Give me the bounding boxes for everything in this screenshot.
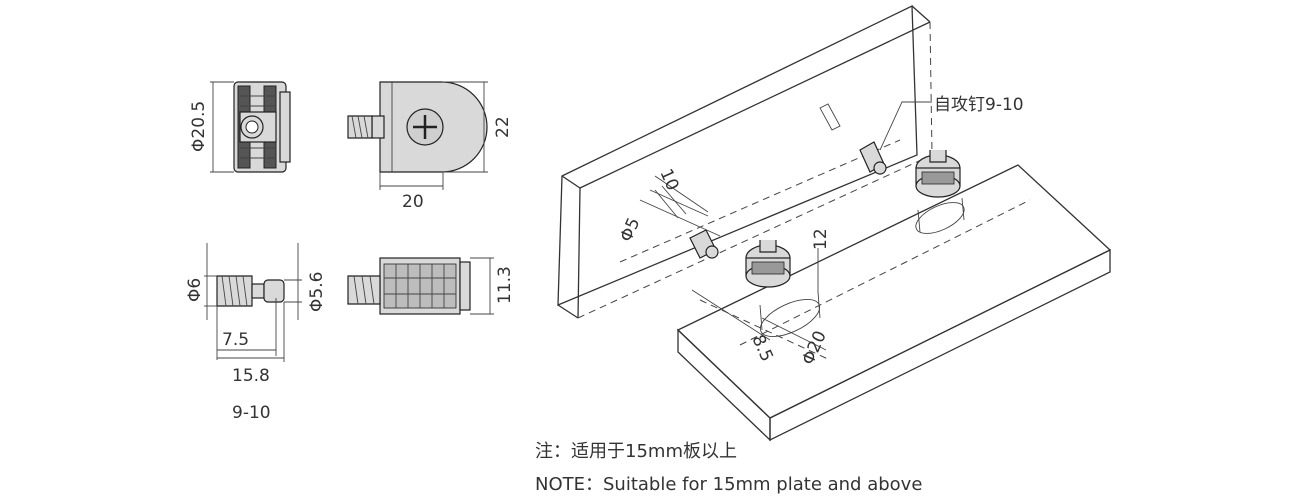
cam-side-height-label: 11.3: [495, 266, 515, 304]
bolt-head-dia-label: Φ6: [185, 278, 205, 302]
iso-dim-lines: [639, 175, 827, 351]
bolt-iso-right: [859, 141, 887, 175]
cam-width-label: 20: [402, 192, 424, 212]
cam-diameter-label: Φ20.5: [189, 101, 209, 152]
bolt-code-label: 9-10: [232, 403, 271, 423]
cam-front-view: [210, 81, 291, 173]
cam-side-view: [347, 81, 488, 190]
bolt-iso-left: [689, 229, 719, 259]
cam-hole-upper: [915, 197, 965, 234]
bolt-total-len-label: 15.8: [232, 366, 270, 386]
note-cn: 注：适用于15mm板以上: [535, 441, 737, 462]
bolt-shank-dia-label: Φ5.6: [307, 272, 327, 312]
cam-hole-dia-label: Φ20: [798, 328, 831, 368]
screw-hole-marks: [654, 103, 841, 219]
note-en: NOTE：Suitable for 15mm plate and above: [535, 474, 923, 495]
hole-spacing-label: 10: [655, 166, 682, 194]
cam-lock-right: [915, 150, 961, 198]
screw-callout-label: 自攻钉9-10: [934, 95, 1024, 115]
cam-top-view: [347, 257, 494, 315]
lower-panel: [676, 164, 1112, 442]
bolt-thread-len-label: 7.5: [222, 330, 249, 350]
upper-panel: [557, 4, 933, 319]
cam-hole-lower: [759, 291, 821, 337]
hole-small-dia-label: Φ5: [616, 215, 644, 245]
cam-height-label: 22: [493, 116, 513, 138]
screw-callout-leader: [879, 101, 932, 151]
cam-lock-left: [745, 240, 791, 288]
bolt-view: [204, 243, 302, 362]
cam-depth-label: 12: [811, 228, 831, 250]
